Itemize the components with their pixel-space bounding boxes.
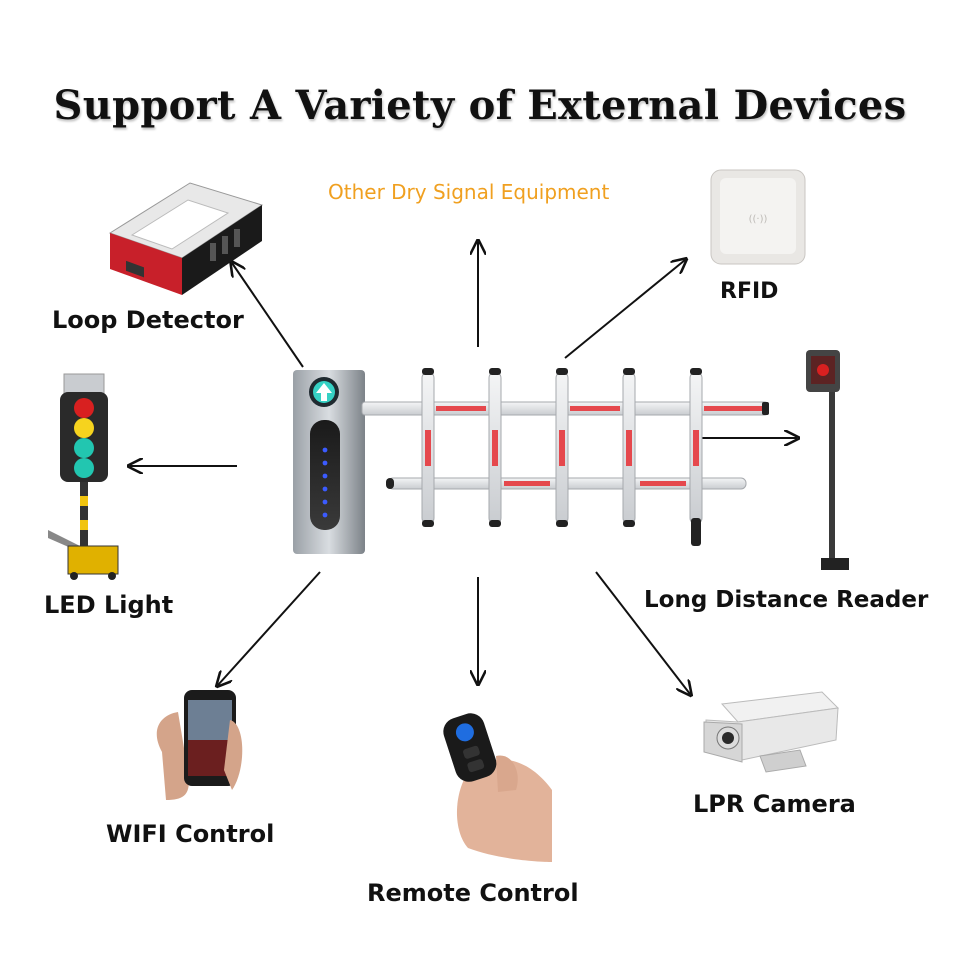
- arrow-to-loop-detector: [232, 263, 304, 368]
- connection-arrows: [130, 242, 797, 694]
- other-equipment-label: Other Dry Signal Equipment: [328, 180, 610, 204]
- lpr-camera-label: LPR Camera: [693, 790, 856, 818]
- arrow-to-lpr-camera: [595, 571, 690, 694]
- traffic-light-icon: [48, 373, 119, 580]
- wifi-control-label: WIFI Control: [106, 820, 275, 848]
- rfid-reader-icon: ((·)): [710, 169, 806, 265]
- long-range-reader-icon: [806, 350, 849, 570]
- led-light-label: LED Light: [44, 591, 174, 619]
- page-title: Support A Variety of External Devices: [53, 82, 907, 129]
- remote-fob-icon: [443, 713, 552, 862]
- arrow-to-wifi-control: [218, 571, 321, 685]
- arrow-to-rfid: [564, 260, 685, 359]
- loop-detector-label: Loop Detector: [52, 306, 244, 334]
- rfid-label: RFID: [720, 279, 779, 304]
- long-distance-reader-label: Long Distance Reader: [644, 587, 929, 613]
- smartphone-icon: [156, 690, 243, 800]
- loop-detector-icon: [108, 182, 264, 295]
- lpr-camera-icon: [703, 691, 840, 773]
- barrier-gate-icon: [293, 368, 769, 554]
- svg-text:((·)): ((·)): [749, 214, 768, 225]
- remote-control-label: Remote Control: [367, 879, 579, 907]
